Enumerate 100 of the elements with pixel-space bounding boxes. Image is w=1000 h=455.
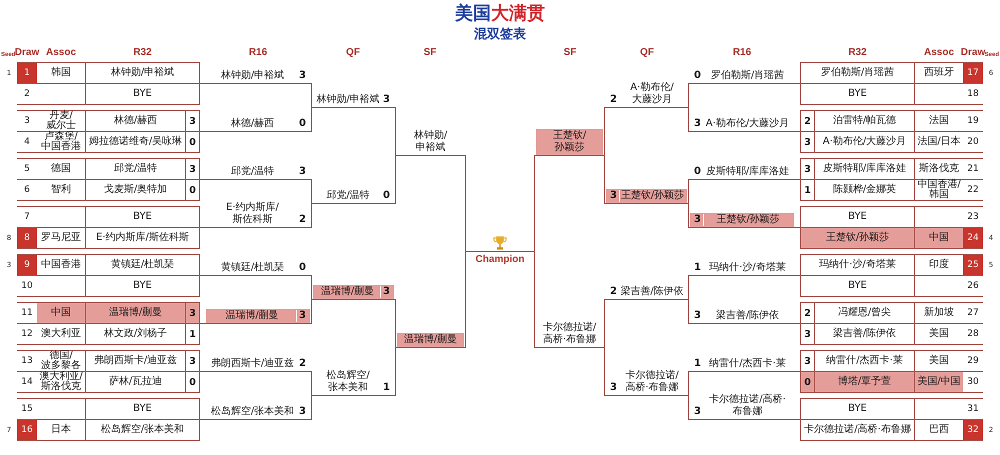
player-names: 王楚钦/孙颖莎 (801, 228, 914, 248)
bracket-slot (606, 189, 687, 204)
association-name: 丹麦/威尔士 (46, 111, 77, 131)
bracket-line (602, 299, 606, 348)
bracket-line (686, 371, 690, 396)
bracket-entry-row (17, 158, 200, 180)
draw-number: 15 (21, 404, 33, 414)
bracket-slot (206, 69, 310, 84)
bracket-entry-row (800, 350, 983, 372)
column-header: QF (640, 47, 654, 59)
draw-number: 23 (967, 212, 979, 222)
player-names: 博塔/覃予萱 (815, 372, 914, 392)
player-names: E·约内斯库/斯佐科斯 (225, 202, 280, 226)
match-score: 3 (693, 310, 702, 322)
draw-number: 4 (24, 137, 30, 147)
match-score: 1 (189, 328, 196, 340)
match-score: 3 (296, 310, 308, 322)
match-score: 1 (693, 358, 702, 370)
bracket-slot (397, 333, 464, 348)
bracket-line (394, 107, 398, 156)
bracket-entry-row (800, 206, 983, 228)
draw-number: 11 (21, 308, 33, 318)
association-name: 美国 (929, 329, 949, 339)
player-names: 温瑞博/蒯曼 (225, 310, 279, 322)
player-names: BYE (133, 211, 152, 223)
match-score: 2 (609, 286, 618, 298)
bracket-slot (397, 129, 464, 156)
player-names: 罗伯勒斯/肖瑶茜 (820, 67, 894, 79)
association-name: 美国/中国 (915, 372, 963, 392)
match-score: 0 (693, 166, 702, 178)
match-score: 3 (382, 94, 391, 106)
draw-number: 5 (24, 164, 30, 174)
bracket-line (686, 179, 690, 204)
match-score: 3 (189, 356, 196, 366)
bracket-line (686, 107, 690, 132)
association-name: 德国 (51, 164, 71, 174)
association-name: 中国 (915, 228, 963, 248)
draw-number: 31 (967, 404, 979, 414)
player-names: 松岛辉空/张本美和 (210, 406, 294, 418)
bracket-entry-row (800, 228, 983, 249)
player-names: 王楚钦/孙颖莎 (716, 214, 780, 226)
bracket-entry-row (17, 254, 200, 276)
match-score: 3 (804, 356, 811, 366)
bracket-slot (690, 117, 794, 132)
match-score: 3 (693, 406, 702, 418)
player-names: 陈颢桦/金娜英 (832, 184, 896, 196)
player-names: 林钟勋/申裕斌 (412, 130, 448, 154)
association-name: 斯洛伐克 (919, 164, 959, 174)
match-score: 1 (382, 382, 391, 394)
column-header: Assoc (46, 47, 76, 59)
player-names: 皮斯特耶/库库洛娃 (822, 163, 906, 175)
column-header: SF (424, 47, 436, 59)
bracket-slot (690, 309, 794, 324)
player-names: 卡尔德拉诺/高桥·布鲁娜 (624, 370, 680, 394)
bracket-entry-row (800, 84, 983, 105)
draw-number: 19 (967, 116, 979, 126)
bracket-line (200, 323, 206, 324)
draw-number: 13 (21, 356, 33, 366)
bracket-line (464, 251, 472, 348)
draw-number: 20 (967, 137, 979, 147)
match-score: 3 (804, 136, 811, 148)
bracket-slot (690, 165, 794, 180)
column-header: R16 (248, 47, 268, 59)
match-score: 3 (298, 166, 307, 178)
bracket-entry-row (800, 276, 983, 297)
player-names: 姆拉德诺维奇/吴咏琳 (88, 136, 182, 148)
draw-number: 12 (21, 329, 33, 339)
bracket-slot (206, 309, 310, 324)
draw-number: 9 (17, 255, 37, 275)
player-names: 玛纳什·沙/奇塔莱 (819, 259, 896, 271)
column-header: R16 (732, 47, 752, 59)
bracket-slot (690, 357, 794, 372)
match-score: 2 (804, 308, 811, 318)
player-names: 梁吉善/陈伊依 (832, 328, 896, 340)
draw-number: 6 (24, 185, 30, 195)
player-names: BYE (133, 280, 152, 292)
bracket-slot (313, 369, 394, 396)
player-names: BYE (133, 403, 152, 415)
bracket-line (686, 83, 690, 108)
bracket-slot (690, 213, 794, 228)
match-score: 3 (804, 328, 811, 340)
column-header: R32 (848, 47, 867, 59)
draw-number: 24 (963, 228, 983, 248)
bracket-entry-row (17, 350, 200, 372)
player-names: 皮斯特耶/库库洛娃 (706, 166, 790, 178)
draw-number: 3 (24, 116, 30, 126)
bracket-line (200, 83, 206, 84)
bracket-entry-row (17, 110, 200, 132)
column-header: Draw (960, 47, 986, 59)
match-score: 1 (693, 262, 702, 274)
player-names: 王楚钦/孙颖莎 (620, 190, 684, 202)
match-score: 0 (189, 136, 196, 148)
player-names: 卡尔德拉诺/高桥·布鲁娜 (804, 424, 911, 436)
bracket-entry-row (800, 132, 983, 153)
bracket-entry-row (17, 84, 200, 105)
association-name: 德国/波多黎各 (40, 351, 82, 371)
association-name: 智利 (51, 185, 71, 195)
player-names: 林钟勋/申裕斌 (220, 70, 284, 82)
match-score: 0 (189, 376, 196, 388)
player-names: 纳雷什/杰西卡·莱 (826, 355, 903, 367)
